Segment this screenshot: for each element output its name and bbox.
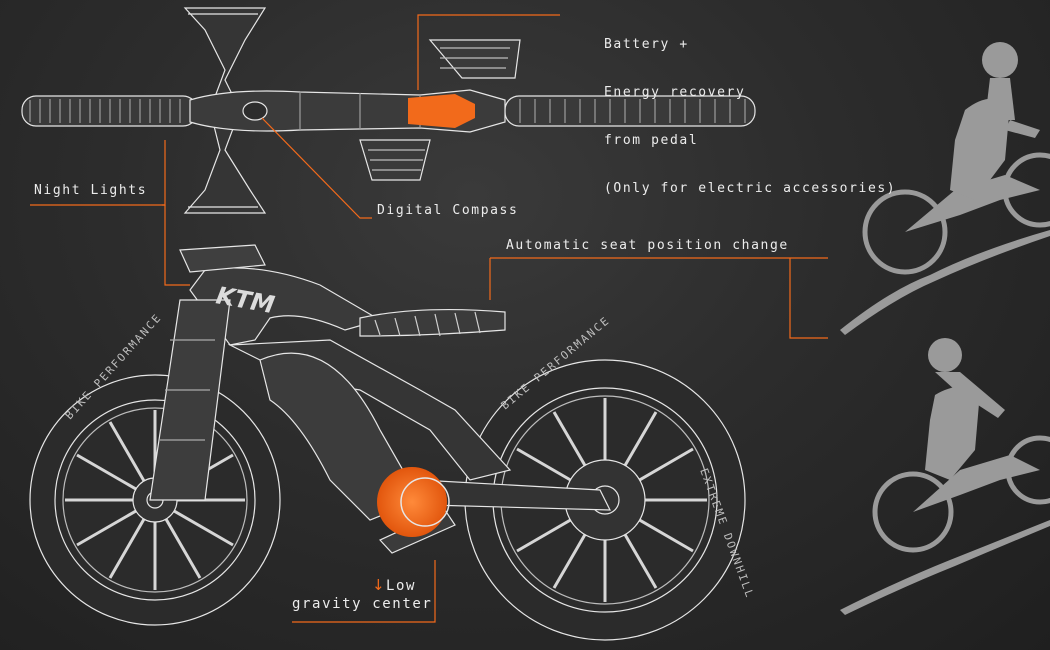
night-lights-label: Night Lights [34,183,148,198]
battery-line-3: from pedal [604,133,699,148]
battery-line-2: Energy recovery [604,85,746,100]
low-label: Low [386,578,417,594]
gravity-center-label: gravity center [292,596,433,612]
battery-line-4: (Only for electric accessories) [604,181,897,196]
side-view-bike [29,244,746,641]
battery-line-1: Battery + [604,37,689,52]
seat-change-label: Automatic seat position change [506,238,789,253]
battery-highlight [408,94,475,128]
rider-silhouette-descend [840,338,1050,615]
arrow-down-icon: ↓ [372,576,385,594]
leader-lines [30,14,828,623]
rider-silhouette-climb [840,42,1050,335]
digital-compass-label: Digital Compass [377,203,519,218]
motor-highlight [377,467,447,537]
battery-label: Battery + Energy recovery from pedal (On… [604,5,896,229]
